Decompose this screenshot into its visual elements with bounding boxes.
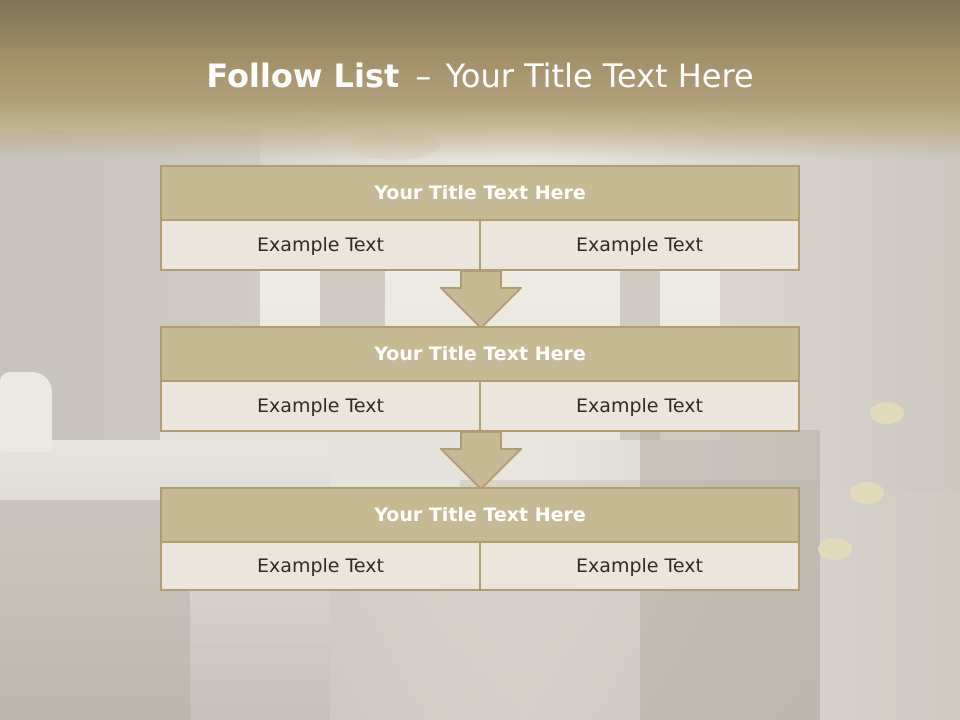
slide-title-dash: –: [415, 57, 432, 95]
background-flower: [850, 482, 884, 504]
step-cell-left: Example Text: [160, 382, 481, 432]
background-flower: [818, 538, 852, 560]
step-title: Your Title Text Here: [160, 165, 800, 221]
background-pillow: [0, 372, 52, 452]
background-flower: [870, 402, 904, 424]
step-row: Example Text Example Text: [160, 382, 800, 432]
step-cell-right: Example Text: [481, 382, 800, 432]
step-cell-left: Example Text: [160, 543, 481, 591]
down-arrow-icon: [440, 431, 522, 491]
slide-title-bold: Follow List: [206, 57, 400, 95]
step-block: Your Title Text Here Example Text Exampl…: [160, 487, 800, 591]
step-block: Your Title Text Here Example Text Exampl…: [160, 165, 800, 271]
step-block: Your Title Text Here Example Text Exampl…: [160, 326, 800, 432]
slide-title-rest: Your Title Text Here: [445, 57, 754, 95]
background-bedspread: [0, 500, 190, 720]
step-cell-right: Example Text: [481, 221, 800, 271]
step-row: Example Text Example Text: [160, 221, 800, 271]
slide-title: Follow List – Your Title Text Here: [0, 54, 960, 98]
step-cell-left: Example Text: [160, 221, 481, 271]
step-title: Your Title Text Here: [160, 326, 800, 382]
background-wall-right: [800, 130, 960, 490]
title-band: [0, 0, 960, 160]
step-title: Your Title Text Here: [160, 487, 800, 543]
down-arrow-icon: [440, 270, 522, 330]
step-row: Example Text Example Text: [160, 543, 800, 591]
step-cell-right: Example Text: [481, 543, 800, 591]
